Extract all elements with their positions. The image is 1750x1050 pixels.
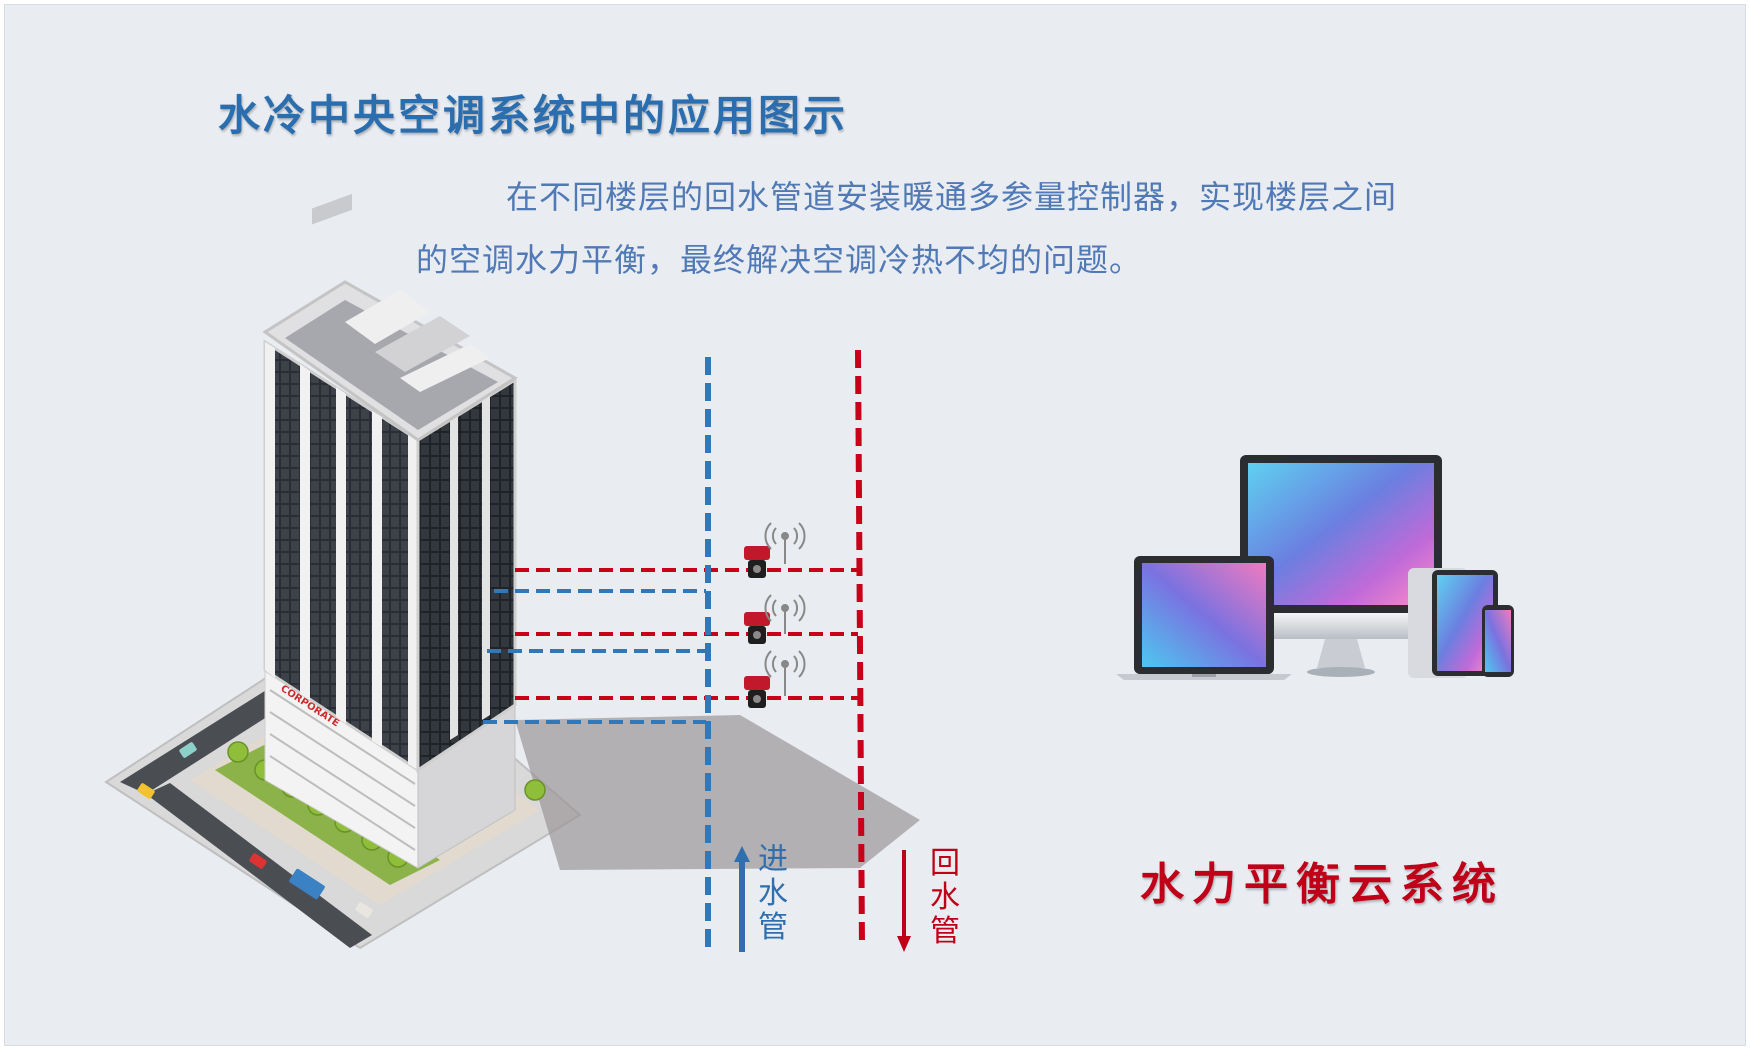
office-building-illustration: CORPORATE (104, 193, 920, 950)
return-flow-arrow-icon (897, 850, 911, 952)
wireless-icon (764, 650, 806, 696)
phone-icon (1482, 605, 1514, 677)
cars (137, 742, 373, 918)
description-line-2: 的空调水力平衡，最终解决空调冷热不均的问题。 (416, 241, 1143, 279)
controller-2 (744, 612, 770, 644)
description-line-1: 在不同楼层的回水管道安装暖通多参量控制器，实现楼层之间 (506, 178, 1398, 216)
supply-pipe-label: 进水管 (758, 842, 788, 945)
controller-1 (744, 546, 770, 578)
return-pipe-label: 回水管 (930, 846, 960, 949)
return-main-pipe (855, 349, 865, 949)
cloud-system-label: 水力平衡云系统 (1140, 859, 1504, 910)
tower-side (416, 377, 517, 773)
devices-illustration (1116, 455, 1514, 680)
building-shadow (515, 715, 920, 870)
wireless-icon (764, 522, 806, 564)
tablet-icon (1408, 568, 1498, 678)
wireless-icon (764, 594, 806, 634)
supply-flow-arrow-icon (734, 846, 750, 952)
controller-3 (744, 676, 770, 708)
branch-pipes (483, 568, 858, 724)
laptop-icon (1116, 556, 1292, 680)
page-title: 水冷中央空调系统中的应用图示 (218, 91, 849, 140)
